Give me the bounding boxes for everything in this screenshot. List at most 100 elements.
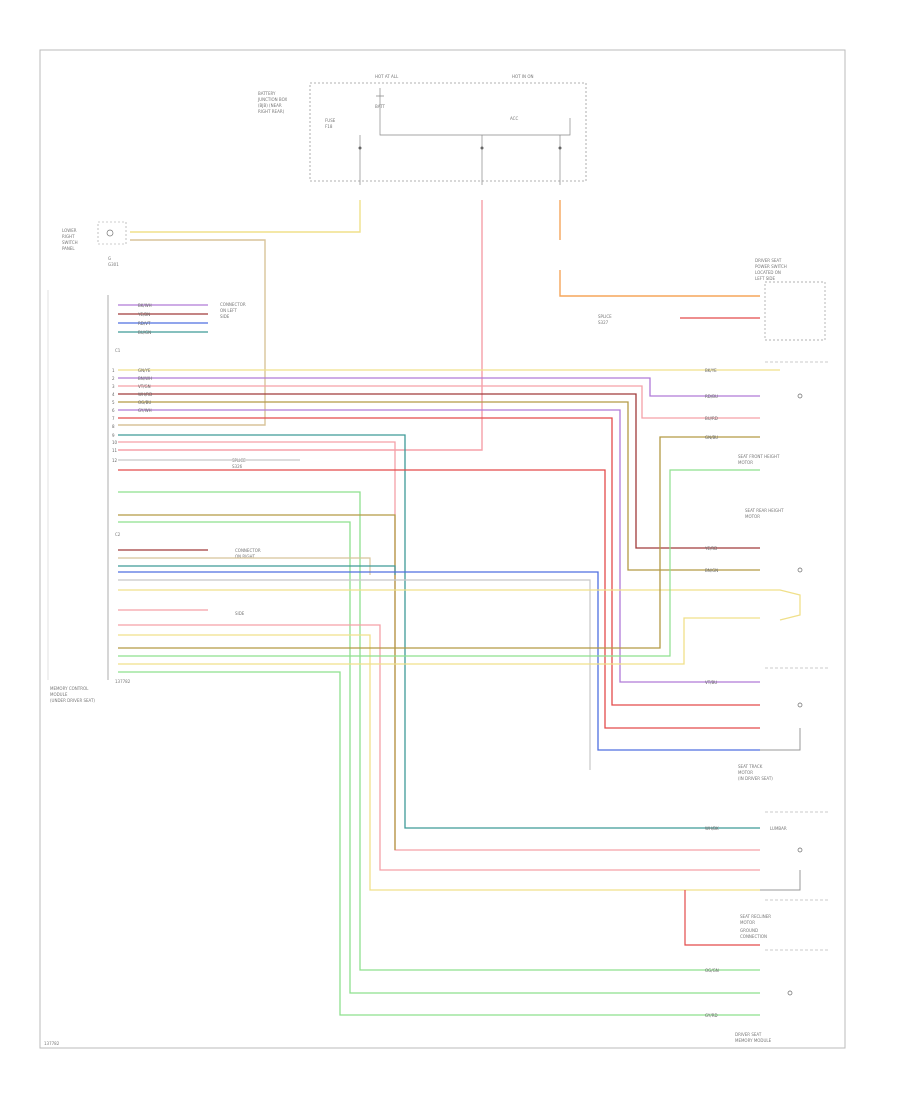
- fuse-box-outline: [309, 82, 587, 182]
- wire-label-9: OG/BU: [138, 400, 151, 405]
- mirror-module-line2: MEMORY MODULE: [735, 1038, 772, 1043]
- wire-lumbar-return: [760, 870, 801, 891]
- wire-label-13: BU/RD: [705, 416, 718, 421]
- mcm-label-line3: (UNDER DRIVER SEAT): [50, 698, 95, 703]
- wire-label-11: BK/YE: [705, 368, 717, 373]
- seat-track-motor-line3: (IN DRIVER SEAT): [738, 776, 773, 781]
- lower-module-line2: RIGHT: [62, 234, 75, 239]
- driver-seat-power-line4: LEFT SIDE: [755, 276, 776, 281]
- wire-red-ground-stub: [684, 890, 760, 946]
- splice-lower-line2: S327: [598, 320, 609, 325]
- wire-yellow-recliner2: [118, 617, 760, 665]
- mcm-connector-c2: C2: [115, 532, 121, 537]
- pin-7: 7: [112, 416, 115, 421]
- wire-label-17: VT/BU: [705, 680, 717, 685]
- footer-code: 137782: [44, 1041, 60, 1046]
- wire-yellow-recliner: [118, 589, 801, 621]
- mcm-label-line2: MODULE: [50, 692, 68, 697]
- connector-ref-b-line3: SIDE: [235, 611, 245, 616]
- lower-module-line1: LOWER: [62, 228, 77, 233]
- components-right: DRIVER SEAT POWER SWITCH LOCATED ON LEFT…: [735, 258, 830, 1043]
- wires: [118, 200, 801, 1016]
- diagram-frame: [39, 49, 846, 1049]
- wire-pink-lumbar2: [118, 624, 760, 871]
- wire-yellow-ground: [118, 634, 760, 891]
- pin-3: 3: [112, 384, 115, 389]
- wire-label-8: WH/RD: [138, 392, 152, 397]
- wire-label-20: GY/RD: [705, 1013, 718, 1018]
- wire-orange-lower: [559, 270, 760, 297]
- connector-ref-b-line1: CONNECTOR: [235, 548, 261, 553]
- wire-olive-recliner: [118, 401, 760, 571]
- lower-module-line4: PANEL: [62, 246, 75, 251]
- wire-label-19: OG/GN: [705, 968, 719, 973]
- wire-label-3: RD/VT: [138, 321, 151, 326]
- fuse-node-3: [558, 146, 562, 150]
- fuse-box-hot-at-all: HOT AT ALL: [375, 74, 399, 79]
- fuse-outputs: [359, 135, 561, 185]
- connector-ref-a-line2: ON LEFT: [220, 308, 237, 313]
- wire-tan-feed: [118, 239, 266, 426]
- fuse-pin-acc: ACC: [510, 116, 518, 121]
- wire-green-front: [118, 469, 760, 657]
- seat-track-motor-line1: SEAT TRACK: [738, 764, 763, 769]
- fuse-box-label-line2: JUNCTION BOX: [257, 97, 287, 102]
- ground-point-line1: GROUND: [740, 928, 758, 933]
- fuse-label: FUSE: [325, 118, 336, 123]
- wire-label-14: GN/BU: [705, 435, 718, 440]
- seat-track-motor-line2: MOTOR: [738, 770, 753, 775]
- wire-label-1: BK/WH: [138, 303, 152, 308]
- connector-ref-a-line1: CONNECTOR: [220, 302, 246, 307]
- wire-purple-track: [118, 409, 760, 683]
- mcm-label-line1: MEMORY CONTROL: [50, 686, 89, 691]
- wire-purple-seat: [118, 377, 760, 397]
- wire-pink-lumbar: [118, 441, 760, 851]
- wire-teal-lumbar: [118, 434, 760, 829]
- wire-tan-c2: [118, 557, 371, 575]
- wire-green-mirror1: [118, 491, 760, 971]
- memory-control-module: MEMORY CONTROL MODULE (UNDER DRIVER SEAT…: [47, 290, 131, 703]
- wire-label-5: GN/YE: [138, 368, 151, 373]
- seat-rear-motor-line2: MOTOR: [745, 514, 760, 519]
- pin-labels: 1 2 3 4 5 6 7 8 9 10 11 12: [112, 368, 118, 463]
- wire-pink-seat: [118, 385, 760, 419]
- wire-label-10: GY/WH: [138, 408, 152, 413]
- fuse-box-label-line3: (BJB) (NEAR: [258, 103, 282, 108]
- seat-front-motor-icon: [797, 393, 803, 399]
- mirror-module-line1: DRIVER SEAT: [735, 1032, 762, 1037]
- splice-main-line2: S326: [232, 464, 243, 469]
- seat-rear-motor-icon: [797, 567, 803, 573]
- connector-ref-a-line3: SIDE: [220, 314, 230, 319]
- pin-2: 2: [112, 376, 115, 381]
- driver-seat-power-box: [764, 281, 826, 341]
- driver-seat-power-line2: POWER SWITCH: [755, 264, 787, 269]
- seat-recliner-motor-line2: MOTOR: [740, 920, 755, 925]
- lumbar-label: LUMBAR: [770, 826, 787, 831]
- lower-module-line3: SWITCH: [62, 240, 78, 245]
- driver-seat-power-line1: DRIVER SEAT: [755, 258, 782, 263]
- lower-module: LOWER RIGHT SWITCH PANEL G G301: [62, 221, 127, 267]
- wire-blue-track: [118, 571, 760, 751]
- wire-red-ground: [118, 469, 760, 729]
- lower-module-switch-icon: [106, 229, 114, 237]
- wire-label-2: YE/BN: [137, 312, 150, 317]
- fuse-box-hot-in-on: HOT IN ON: [512, 74, 533, 79]
- mirror-module-icon: [787, 990, 793, 996]
- pin-11: 11: [112, 448, 118, 453]
- ground-point-line2: CONNECTION: [740, 934, 767, 939]
- lower-module-ground-ref: G301: [108, 262, 119, 267]
- wire-track-return: [760, 728, 801, 751]
- fuse-box-label-line1: BATTERY: [258, 91, 276, 96]
- seat-rear-motor-line1: SEAT REAR HEIGHT: [745, 508, 784, 513]
- mcm-connector-c1: C1: [115, 348, 121, 353]
- pin-10: 10: [112, 440, 118, 445]
- lower-module-ground: G: [108, 256, 111, 261]
- mcm-footer-ref: 137782: [115, 679, 131, 684]
- driver-seat-power-line3: LOCATED ON: [755, 270, 781, 275]
- fuse-internal-trace: [376, 88, 571, 136]
- wire-olive-front: [118, 436, 760, 649]
- wire-red-track: [118, 417, 760, 706]
- wire-green-mirror3: [118, 671, 760, 1016]
- seat-front-motor-line2: MOTOR: [738, 460, 753, 465]
- wire-gray-track: [118, 579, 591, 770]
